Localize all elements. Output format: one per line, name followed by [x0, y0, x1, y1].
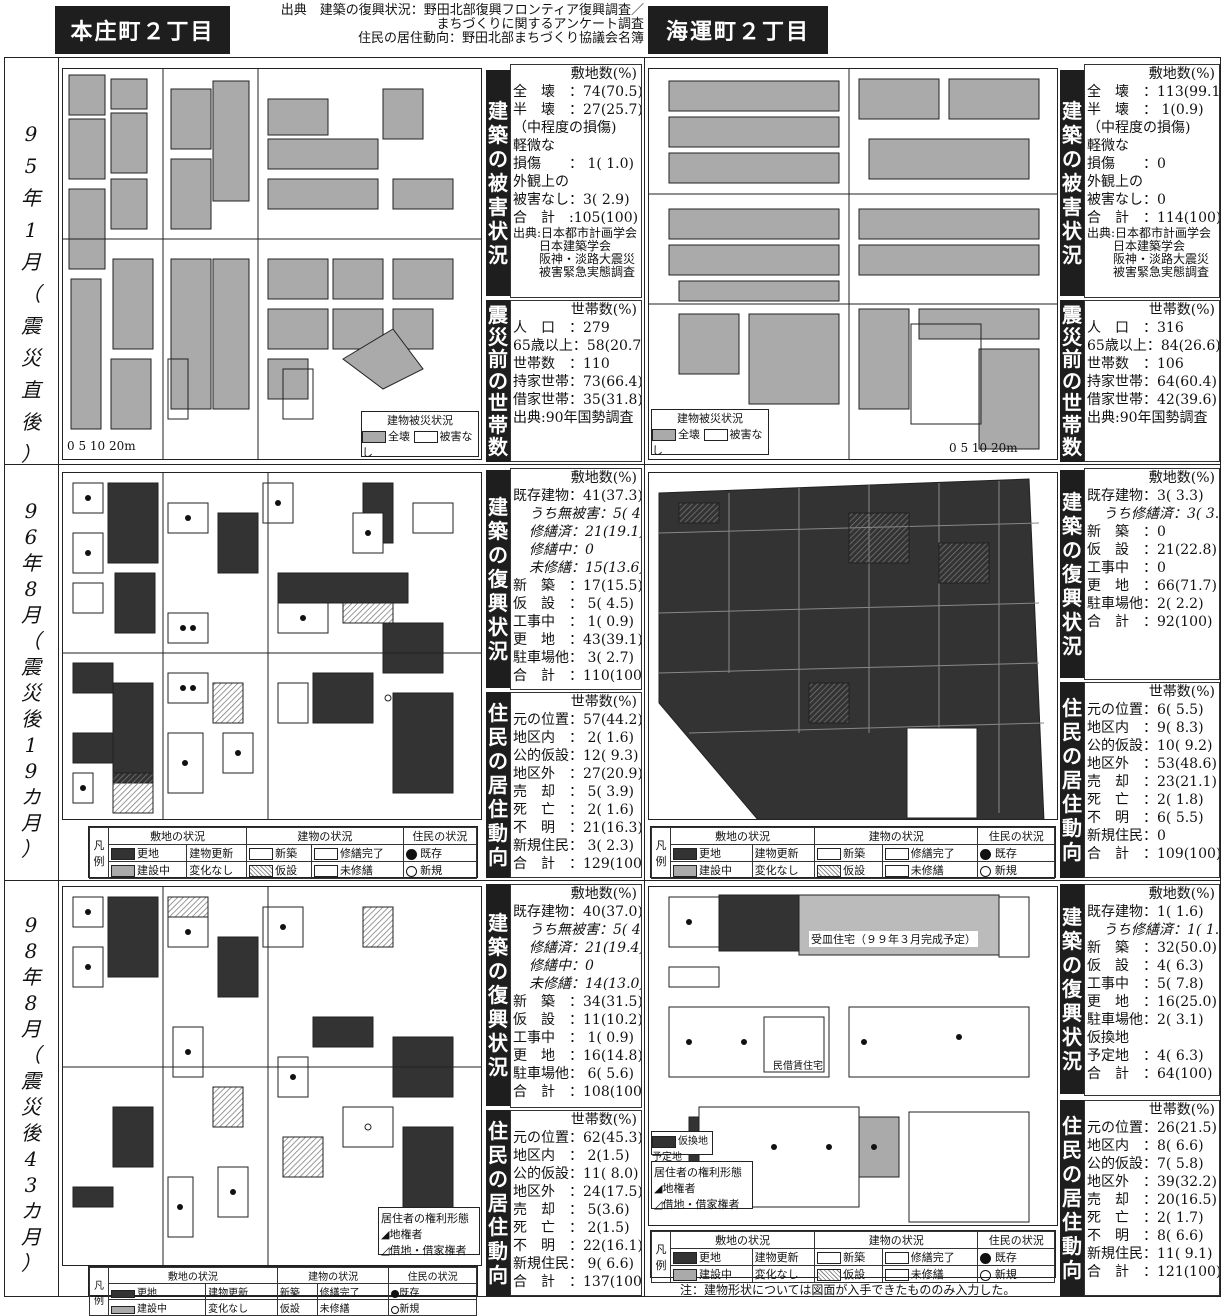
kanchi-legend: 仮換地予定地	[651, 1131, 713, 1163]
label-household-left: 震災前の世帯数	[486, 300, 510, 462]
map-honjo-1996	[62, 472, 482, 820]
map-drawing	[63, 887, 481, 1265]
label-recovery-left: 建築の復興状況	[486, 884, 510, 1106]
label-residents-left: 住民の居住動向	[486, 1110, 510, 1296]
map-drawing	[63, 473, 481, 819]
rights-legend: 居住者の権利形態 ◢地権者 ◿借地・借家権者	[378, 1207, 480, 1257]
rental-annotation: 民借賃住宅	[773, 1061, 823, 1072]
stats-residents-left: 世帯数(%) 元の位置：62(45.3)地区内 ： 2(1.5)公的仮設：11(…	[510, 1110, 642, 1296]
scale-bar: 0 5 10 20m	[67, 439, 136, 453]
map-honjo-1998: 居住者の権利形態 ◢地権者 ◿借地・借家権者	[62, 886, 482, 1266]
map-honjo-1995: 0 5 10 20m 建物被災状況 全壊 被害なし 半壊	[62, 68, 482, 460]
footnote: 注：建物形状については図面が入手できたもののみ入力した。	[680, 1283, 1016, 1297]
stats-residents-right: 世帯数(%) 元の位置：6( 5.5)地区内 ：9( 8.3)公的仮設：10( …	[1084, 682, 1220, 878]
owner-icon: ◢	[381, 1228, 390, 1241]
stats-residents-right: 世帯数(%) 元の位置：26(21.5)地区内 ：8( 6.6)公的仮設：7( …	[1084, 1100, 1220, 1296]
label-recovery-right: 建築の復興状況	[1060, 470, 1084, 678]
label-residents-right: 住民の居住動向	[1060, 1100, 1084, 1296]
map-drawing	[649, 69, 1057, 459]
stats-residents-left: 世帯数(%) 元の位置：57(44.2)地区内 ： 2( 1.6)公的仮設：12…	[510, 692, 642, 878]
map-kaiun-1998: 受皿住宅（９９年３月完成予定） 民借賃住宅 仮換地予定地 居住者の権利形態 ◢地…	[648, 886, 1058, 1226]
map-drawing	[63, 69, 481, 459]
label-damage-right: 建築の被害状況	[1060, 70, 1084, 296]
stats-recovery-right: 敷地数(%) 既存建物：3( 3.3)うち修繕済：3( 3.3) 新 築 ：0仮…	[1084, 468, 1220, 680]
status-legend: 凡例 敷地の状況 建物の状況 住民の状況 更地建物更新 新築修繕完了 既存 建設…	[650, 1230, 1056, 1283]
map-kaiun-1996	[648, 472, 1058, 820]
grid-frame	[4, 57, 1221, 1297]
label-residents-right: 住民の居住動向	[1060, 682, 1084, 878]
housing-annotation: 受皿住宅（９９年３月完成予定）	[809, 931, 978, 947]
stats-recovery-left: 敷地数(%) 既存建物：41(37.3)うち無被害：5( 4.5)修繕済：21(…	[510, 468, 642, 690]
tenant-icon: ◿	[381, 1244, 390, 1257]
stats-damage-right: 敷地数(%) 全 壊 ：113(99.1)半 壊 ： 1(0.9)（中程度の損傷…	[1084, 64, 1220, 298]
damage-legend: 建物被災状況 全壊 被害なし 半壊	[651, 409, 769, 457]
stats-recovery-left: 敷地数(%) 既存建物：40(37.0)うち無被害：5( 4.6)修繕済：21(…	[510, 884, 642, 1108]
stats-recovery-right: 敷地数(%) 既存建物：1( 1.6)うち修繕済：1( 1.6) 新 築 ：32…	[1084, 884, 1220, 1096]
map-drawing	[668, 894, 1030, 1223]
status-legend: 凡例 敷地の状況 建物の状況 住民の状況 更地建物更新 新築修繕完了 既存 建設…	[88, 1266, 478, 1316]
map-kaiun-1995: 建物被災状況 全壊 被害なし 半壊 0 5 10 20m	[648, 68, 1058, 460]
damage-legend: 建物被災状況 全壊 被害なし 半壊	[361, 411, 479, 459]
label-residents-left: 住民の居住動向	[486, 692, 510, 878]
stats-damage-left: 敷地数(%) 全 壊 ：74(70.5)半 壊 ：27(25.7)（中程度の損傷…	[510, 64, 642, 298]
label-damage-left: 建築の被害状況	[486, 70, 510, 296]
label-recovery-right: 建築の復興状況	[1060, 884, 1084, 1094]
scale-bar: 0 5 10 20m	[949, 441, 1018, 455]
label-recovery-left: 建築の復興状況	[486, 470, 510, 688]
label-household-right: 震災前の世帯数	[1060, 300, 1084, 462]
status-legend: 凡例 敷地の状況 建物の状況 住民の状況 更地建物更新 新築修繕完了 既存 建設…	[88, 826, 478, 879]
right-district-title: 海運町２丁目	[648, 6, 828, 54]
left-district-title: 本庄町２丁目	[55, 6, 230, 54]
source-note: 出典 建築の復興状況：野田北部復興フロンティア復興調査／ まちづくりに関するアン…	[280, 3, 644, 46]
rights-legend: 居住者の権利形態 ◢地権者 ◿借地・借家権者	[651, 1161, 753, 1211]
owner-icon: ◢	[654, 1182, 663, 1195]
map-drawing	[658, 478, 1045, 819]
status-legend: 凡例 敷地の状況 建物の状況 住民の状況 更地建物更新 新築修繕完了 既存 建設…	[650, 826, 1056, 879]
tenant-icon: ◿	[654, 1198, 663, 1211]
